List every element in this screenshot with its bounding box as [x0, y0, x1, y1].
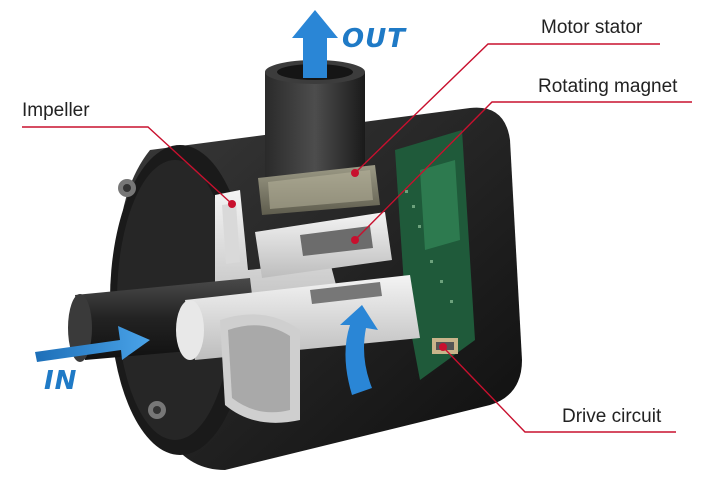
leader-impeller: [22, 126, 233, 205]
outlet-pipe: [265, 60, 365, 177]
motor-stator-part: [258, 165, 380, 215]
leader-drive-circuit: [442, 346, 676, 433]
leader-lines: [22, 43, 692, 433]
rotation-arrow: [340, 305, 378, 395]
leader-dots: [228, 169, 447, 351]
impeller-blades: [220, 314, 300, 423]
leader-rotating-magnet: [354, 101, 692, 241]
out-flow-arrow: [292, 10, 338, 78]
leader-motor-stator: [354, 43, 660, 174]
label-motor-stator: Motor stator: [541, 17, 643, 38]
in-label: IN: [44, 366, 78, 396]
label-drive-circuit: Drive circuit: [562, 406, 662, 427]
label-rotating-magnet: Rotating magnet: [538, 76, 678, 97]
in-flow-arrow: [35, 326, 150, 362]
label-impeller: Impeller: [22, 100, 90, 121]
rotating-magnet-part: [255, 212, 392, 278]
out-label: OUT: [342, 24, 406, 54]
